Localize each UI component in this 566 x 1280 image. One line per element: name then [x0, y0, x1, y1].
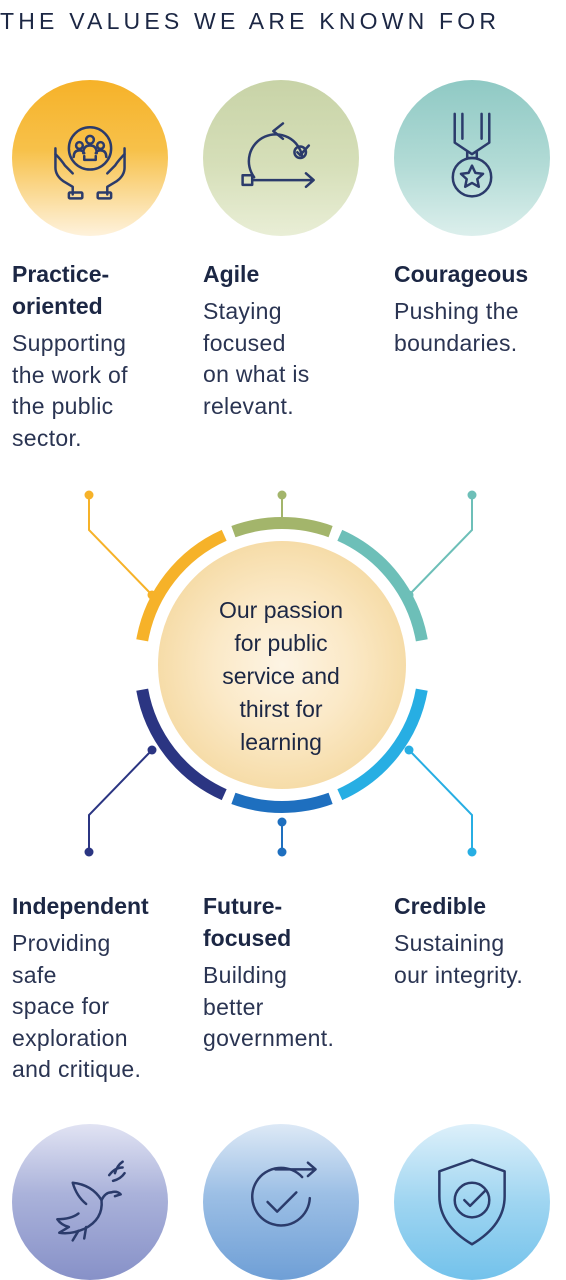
connector-dot	[467, 847, 477, 857]
value-credible: Credible Sustaining our integrity.	[394, 890, 566, 991]
circular-arrow-check-icon	[251, 1161, 317, 1227]
value-future-focused: Future- focused Building better governme…	[203, 890, 383, 1055]
ring-arc-practice-oriented	[136, 529, 227, 642]
connector-dot	[277, 817, 287, 827]
value-description: Building better government.	[203, 962, 335, 1051]
value-title: Courageous	[394, 261, 529, 287]
future-focused-circle	[203, 1124, 359, 1280]
connector-independent	[88, 749, 153, 852]
agile-circle	[203, 80, 359, 236]
ring-arc-courageous	[337, 529, 428, 642]
value-title: Future- focused	[203, 893, 292, 951]
value-title: Independent	[12, 893, 149, 919]
values-wheel-diagram	[84, 490, 477, 857]
ring-arc-credible	[337, 688, 428, 801]
value-title: Agile	[203, 261, 260, 287]
connector-dot	[467, 490, 477, 500]
value-description: Pushing the boundaries.	[394, 298, 519, 356]
credible-circle	[394, 1124, 550, 1280]
connector-courageous	[408, 495, 473, 596]
medal-icon	[451, 112, 493, 198]
value-description: Sustaining our integrity.	[394, 930, 524, 988]
connector-dot	[147, 590, 157, 600]
center-statement: Our passion for public service and thirs…	[218, 597, 343, 755]
connector-dot	[404, 745, 414, 755]
practice-oriented-circle	[12, 80, 168, 236]
value-title: Practice- oriented	[12, 261, 110, 319]
connector-credible	[408, 749, 473, 852]
shield-check-icon	[438, 1158, 506, 1246]
center-disc	[158, 541, 406, 789]
connector-dot	[277, 847, 287, 857]
courageous-circle	[394, 80, 550, 236]
connector-dot	[84, 847, 94, 857]
hands-holding-people-icon	[54, 126, 126, 200]
connector-practice-oriented	[88, 495, 153, 596]
value-practice-oriented: Practice- oriented Supporting the work o…	[12, 258, 192, 454]
value-description: Providing safe space for exploration and…	[12, 930, 142, 1082]
value-description: Staying focused on what is relevant.	[203, 298, 310, 419]
connector-dot	[404, 590, 414, 600]
dove-icon	[56, 1160, 126, 1242]
value-title: Credible	[394, 893, 487, 919]
ring-arc-independent	[136, 688, 227, 801]
connector-dot	[277, 490, 287, 500]
value-courageous: Courageous Pushing the boundaries.	[394, 258, 566, 359]
connector-dot	[277, 517, 287, 527]
value-independent: Independent Providing safe space for exp…	[12, 890, 197, 1086]
page-heading: THE VALUES WE ARE KNOWN FOR	[0, 8, 501, 34]
independent-circle	[12, 1124, 168, 1280]
ring-arc-future-focused	[231, 792, 333, 813]
connector-dot	[147, 745, 157, 755]
value-description: Supporting the work of the public sector…	[12, 330, 128, 451]
agile-loop-arrows-icon	[241, 122, 315, 189]
connector-dot	[84, 490, 94, 500]
value-agile: Agile Staying focused on what is relevan…	[203, 258, 383, 422]
